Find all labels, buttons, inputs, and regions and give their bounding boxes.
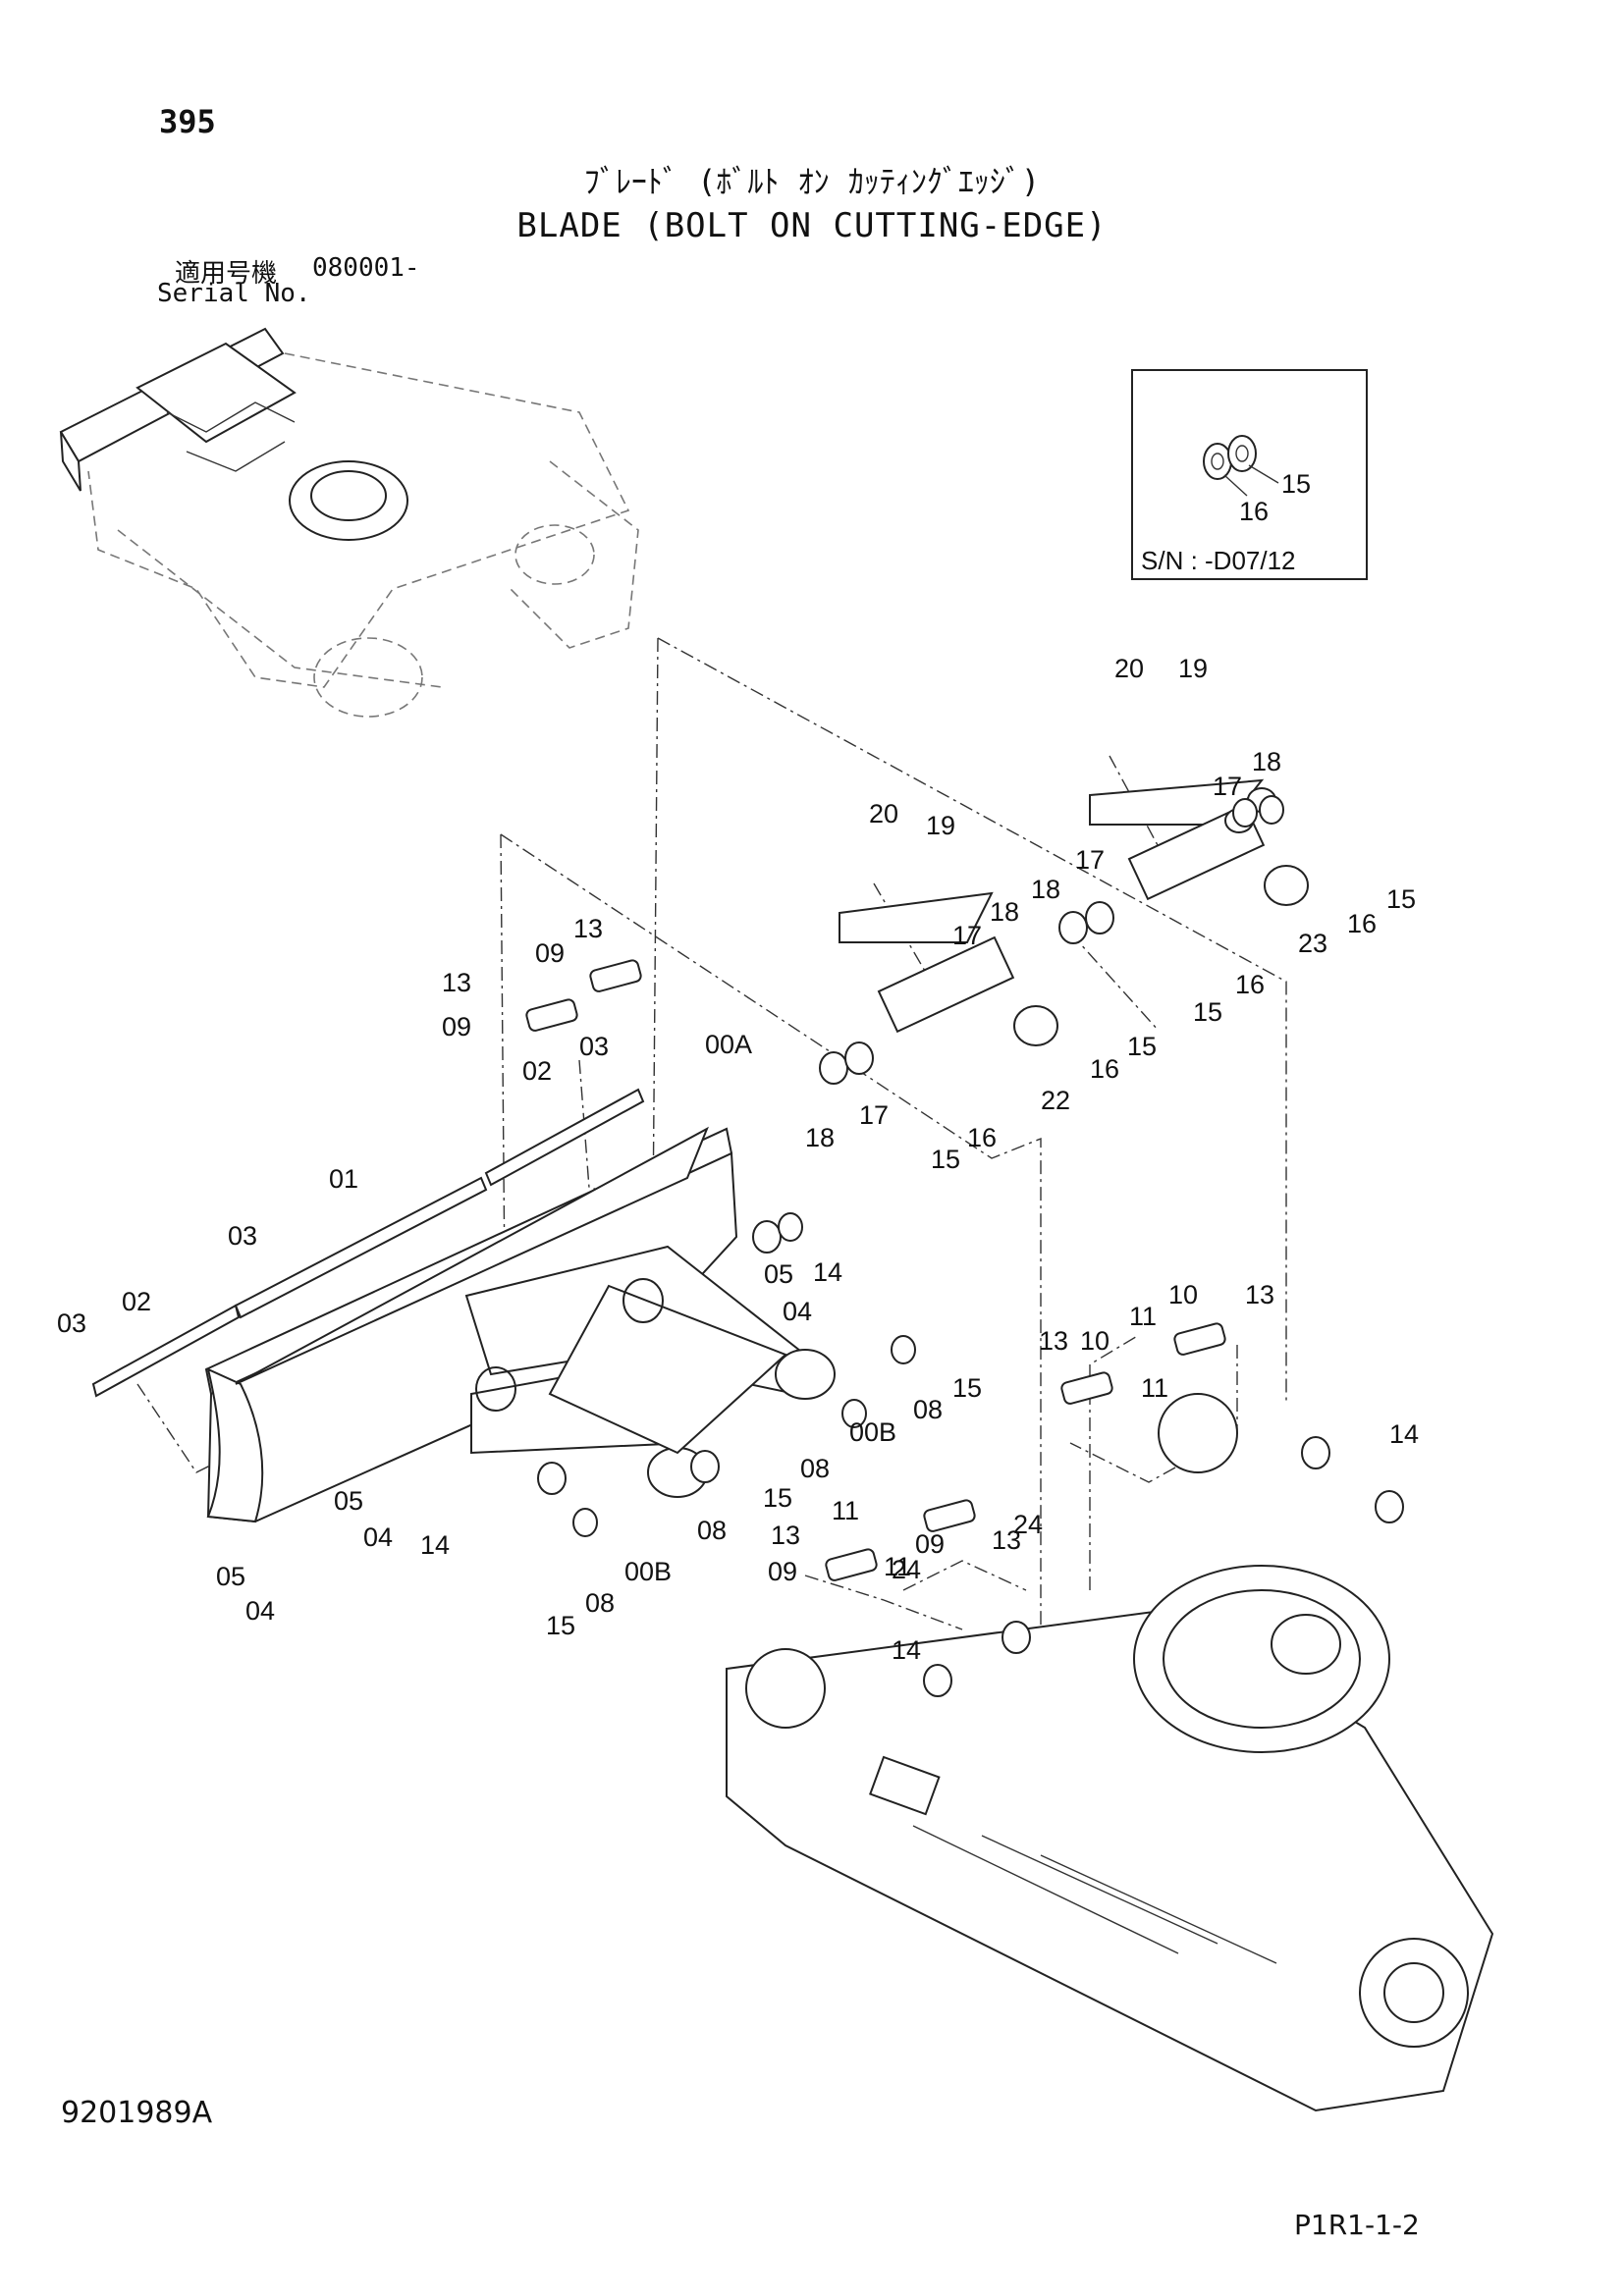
- callout: 17: [1075, 845, 1105, 875]
- callout: 17: [952, 921, 982, 950]
- callout: 10: [1080, 1326, 1110, 1356]
- callout: 08: [913, 1395, 943, 1424]
- callout: 14: [813, 1257, 842, 1287]
- callout: 02: [122, 1287, 151, 1316]
- callout: 16: [1090, 1054, 1119, 1084]
- callout: 00B: [624, 1557, 672, 1586]
- callout: 18: [1252, 747, 1281, 776]
- undercarriage-drawing: [726, 1393, 1494, 2112]
- callout: 15: [546, 1611, 575, 1640]
- callout: 18: [805, 1123, 835, 1152]
- inset-callout-15: 15: [1281, 469, 1311, 499]
- callout: 01: [329, 1164, 358, 1194]
- blade-cylinder-lower: [839, 891, 1058, 1046]
- callout: 14: [1389, 1419, 1419, 1449]
- callout: 08: [800, 1454, 830, 1483]
- callout: 13: [1245, 1280, 1274, 1309]
- callout-labels: 20 19 17 18 17 18 15 16 23 15 16 20 19 1…: [57, 654, 1419, 1665]
- callout: 14: [892, 1635, 921, 1665]
- callout: 13: [771, 1521, 800, 1550]
- callout: 17: [859, 1100, 889, 1130]
- callout: 16: [1347, 909, 1377, 938]
- document-number: 9201989A: [61, 2096, 213, 2130]
- serial-label-japanese: 適用号機: [175, 259, 278, 289]
- serial-range: 080001-: [312, 253, 420, 283]
- callout: 03: [579, 1032, 609, 1061]
- callout: 23: [1298, 929, 1327, 958]
- machine-overview-drawing: [59, 327, 639, 718]
- callout: 08: [585, 1588, 615, 1618]
- serial-inset-box: 15 16 S/N : -D07/12: [1131, 369, 1368, 580]
- callout: 11: [1141, 1373, 1168, 1403]
- callout: 14: [420, 1530, 450, 1560]
- callout: 03: [228, 1221, 257, 1251]
- callout: 18: [990, 897, 1019, 927]
- callout: 11: [832, 1496, 859, 1525]
- callout: 04: [363, 1522, 393, 1552]
- callout: 17: [1213, 772, 1242, 801]
- callout: 00A: [705, 1030, 752, 1059]
- inset-callout-16: 16: [1239, 497, 1269, 526]
- callout: 00B: [849, 1417, 896, 1447]
- callout: 13: [573, 914, 603, 943]
- callout: 19: [926, 811, 955, 840]
- callout: 19: [1178, 654, 1208, 683]
- page-number: 395: [159, 103, 216, 140]
- callout: 15: [1193, 997, 1222, 1027]
- callout: 09: [768, 1557, 797, 1586]
- callout: 15: [1127, 1032, 1157, 1061]
- title-japanese: ﾌﾞﾚｰﾄﾞ (ﾎﾞﾙﾄ ｵﾝ ｶｯﾃｨﾝｸﾞｴｯｼﾞ): [583, 163, 1041, 200]
- callout: 15: [763, 1483, 792, 1513]
- title-english: BLADE (BOLT ON CUTTING-EDGE): [516, 206, 1108, 245]
- callout: 03: [57, 1308, 86, 1338]
- callout: 20: [869, 799, 898, 828]
- page-code: P1R1-1-2: [1294, 2209, 1420, 2241]
- serial-label-english: Serial No.: [157, 279, 311, 308]
- callout: 09: [442, 1012, 471, 1041]
- callout: 13: [1039, 1326, 1068, 1356]
- small-parts: [525, 795, 1404, 1697]
- callout: 10: [1168, 1280, 1198, 1309]
- blade-assembly-drawing: [91, 1088, 836, 1523]
- inset-serial-note: S/N : -D07/12: [1141, 546, 1296, 575]
- callout: 13: [992, 1525, 1021, 1555]
- callout: 09: [915, 1529, 945, 1559]
- callout: 24: [1013, 1510, 1043, 1539]
- callout: 05: [216, 1562, 245, 1591]
- callout: 15: [952, 1373, 982, 1403]
- callout: 13: [442, 968, 471, 997]
- callout: 04: [245, 1596, 275, 1626]
- callout: 11: [1129, 1302, 1157, 1331]
- callout: 09: [535, 938, 565, 968]
- callout: 15: [931, 1145, 960, 1174]
- callout: 05: [334, 1486, 363, 1516]
- callout: 16: [967, 1123, 997, 1152]
- callout: 20: [1114, 654, 1144, 683]
- callout: 24: [892, 1555, 921, 1584]
- callout: 08: [697, 1516, 727, 1545]
- blade-cylinder-upper: [1089, 778, 1309, 906]
- callout: 18: [1031, 875, 1060, 904]
- callout: 02: [522, 1056, 552, 1086]
- callout: 04: [783, 1297, 812, 1326]
- callout: 15: [1386, 884, 1416, 914]
- callout: 05: [764, 1259, 793, 1289]
- callout: 16: [1235, 970, 1265, 999]
- callout: 22: [1041, 1086, 1070, 1115]
- callout: 11: [884, 1552, 911, 1581]
